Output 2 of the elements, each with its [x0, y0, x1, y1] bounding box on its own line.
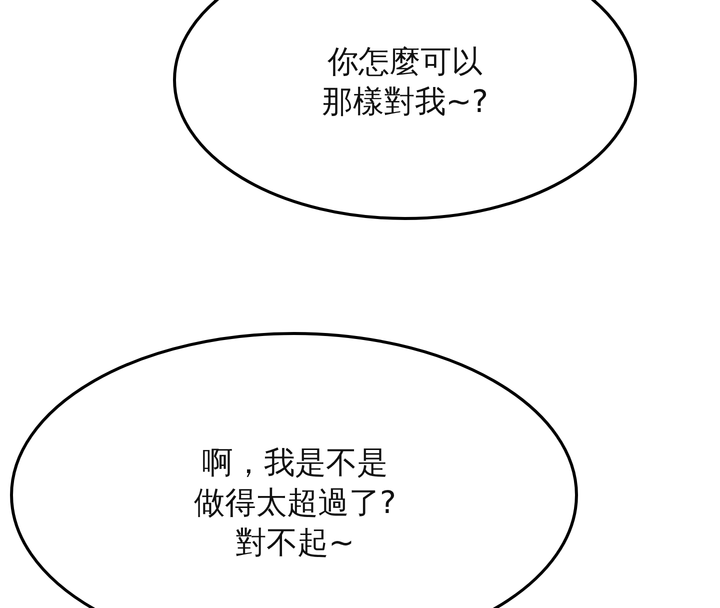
speech-text: 啊，我是不是做得太超過了?對不起~	[192, 444, 398, 563]
speech-text: 你怎麼可以那樣對我~?	[320, 43, 490, 122]
